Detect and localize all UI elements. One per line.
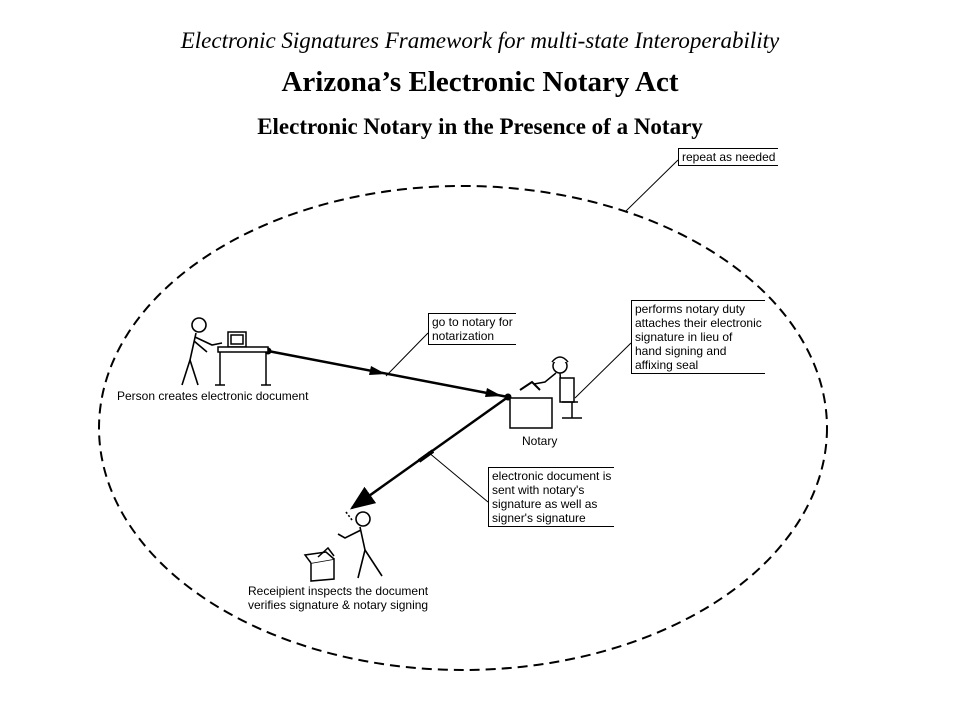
document-sent-line-4: signer's signature bbox=[492, 511, 586, 525]
document-sent-callout: electronic document is sent with notary'… bbox=[488, 467, 615, 527]
go-to-notary-line-2: notarization bbox=[432, 329, 495, 343]
go-to-notary-callout: go to notary for notarization bbox=[428, 313, 516, 345]
document-sent-line-3: signature as well as bbox=[492, 497, 598, 511]
repeat-callout-text: repeat as needed bbox=[682, 150, 776, 164]
document-sent-line-1: electronic document is bbox=[492, 469, 612, 483]
document-box-icon bbox=[303, 546, 335, 582]
repeat-callout: repeat as needed bbox=[678, 148, 779, 166]
notary-duty-callout: performs notary duty attaches their elec… bbox=[631, 300, 765, 374]
repeat-cycle-ellipse bbox=[98, 185, 828, 671]
notary-duty-line-1: performs notary duty bbox=[635, 302, 746, 316]
page-title: Arizona’s Electronic Notary Act bbox=[281, 66, 679, 98]
recipient-label: Receipient inspects the document verifie… bbox=[248, 584, 428, 612]
repeat-leader-line bbox=[624, 159, 679, 213]
notary-desk-icon bbox=[509, 356, 582, 429]
notary-duty-line-4: hand signing and bbox=[635, 344, 727, 358]
computer-desk-icon bbox=[215, 331, 271, 386]
person-label: Person creates electronic document bbox=[117, 389, 309, 403]
recipient-label-line-2: verifies signature & notary signing bbox=[248, 598, 429, 612]
notary-duty-leader-line bbox=[574, 342, 632, 399]
go-to-notary-leader-line bbox=[385, 332, 429, 377]
subtitle: Electronic Signatures Framework for mult… bbox=[180, 28, 780, 53]
person-figure-icon bbox=[181, 317, 223, 386]
recipient-figure-icon bbox=[337, 511, 383, 579]
person-to-notary-arrow bbox=[264, 347, 509, 399]
document-sent-leader-line bbox=[427, 451, 489, 503]
document-sent-line-2: sent with notary's bbox=[492, 483, 585, 497]
notary-label: Notary bbox=[522, 434, 558, 448]
recipient-label-line-1: Receipient inspects the document bbox=[248, 584, 429, 598]
notary-duty-line-3: signature in lieu of bbox=[635, 330, 733, 344]
diagram-heading: Electronic Notary in the Presence of a N… bbox=[257, 114, 703, 139]
go-to-notary-line-1: go to notary for bbox=[432, 315, 513, 329]
notary-to-recipient-arrow bbox=[349, 393, 512, 510]
notary-duty-line-5: affixing seal bbox=[635, 358, 699, 372]
notary-duty-line-2: attaches their electronic bbox=[635, 316, 762, 330]
